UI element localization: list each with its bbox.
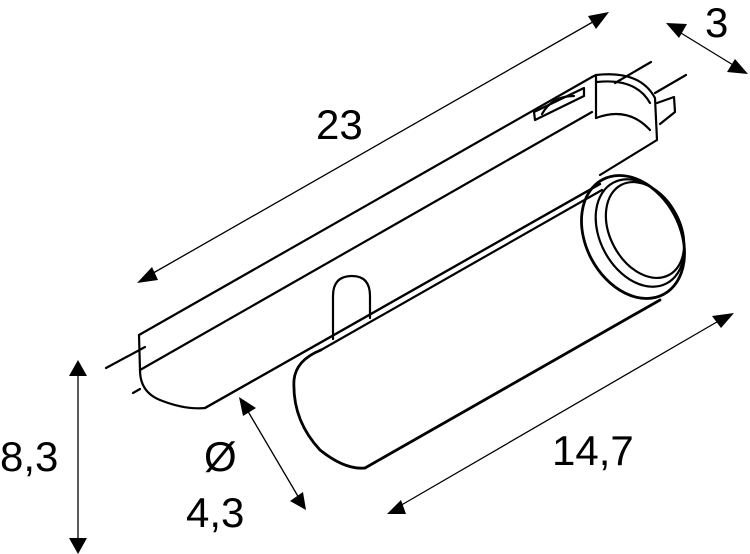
arrowhead-icon (239, 397, 256, 416)
dimension-label-3: 3 (705, 0, 729, 46)
track-rail-lines (104, 60, 688, 395)
spot-cylinder (292, 174, 686, 470)
dimension-14-7-arrow (387, 313, 734, 514)
track-adapter (137, 73, 677, 410)
dimension-3-arrow (666, 23, 748, 74)
dimension-8-3-arrow (69, 360, 87, 554)
mounting-pin (331, 274, 372, 341)
arrowhead-icon (69, 360, 87, 376)
dimension-23-arrow (137, 12, 609, 283)
diameter-symbol-icon: Ø (204, 433, 237, 480)
arrowhead-icon (727, 59, 748, 74)
dimension-diameter-arrow (239, 397, 306, 510)
arrowhead-icon (712, 313, 734, 328)
arrowhead-icon (387, 500, 406, 514)
dimension-label-8-3: 8,3 (0, 433, 59, 480)
dimension-label-14-7: 14,7 (552, 427, 634, 474)
dimension-label-23: 23 (316, 101, 363, 148)
arrowhead-icon (588, 12, 609, 29)
arrowhead-icon (666, 23, 687, 38)
arrowhead-icon (137, 267, 158, 283)
arrowhead-icon (290, 492, 306, 510)
arrowhead-icon (69, 538, 87, 554)
dimension-label-4-3: 4,3 (186, 489, 245, 536)
